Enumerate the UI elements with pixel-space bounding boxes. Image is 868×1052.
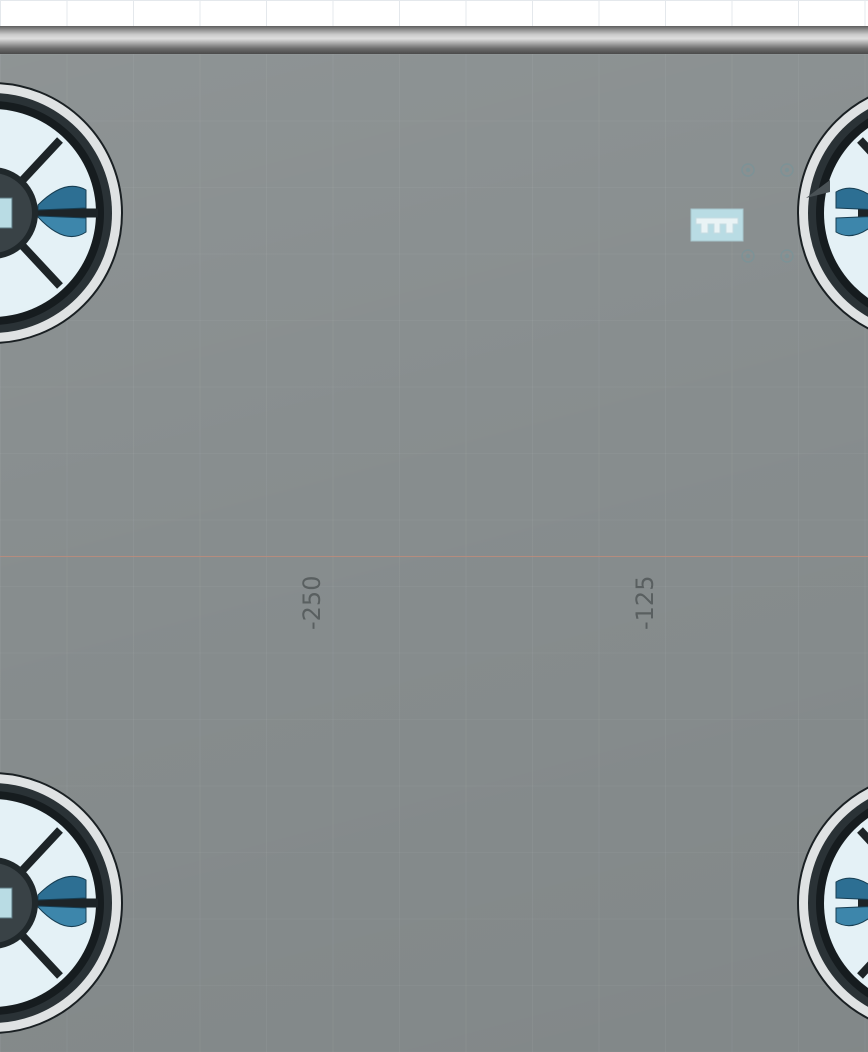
mount-pad-icon[interactable] [741,248,755,263]
top-rail [0,26,868,55]
axis-tick-label: -125 [631,575,659,630]
x-axis-line [0,556,868,557]
frame-grid [0,54,868,1052]
propeller-motor-icon[interactable] [796,68,868,358]
drone-frame-plate[interactable] [0,54,868,1052]
propeller-motor-icon[interactable] [0,758,124,1048]
axis-tick-label: -250 [298,575,326,630]
flight-controller-icon[interactable] [690,208,744,242]
mount-pad-icon[interactable] [780,162,794,177]
mount-pad-icon[interactable] [780,248,794,263]
mount-pad-icon[interactable] [741,162,755,177]
propeller-motor-icon[interactable] [0,68,124,358]
propeller-motor-icon[interactable] [796,758,868,1048]
